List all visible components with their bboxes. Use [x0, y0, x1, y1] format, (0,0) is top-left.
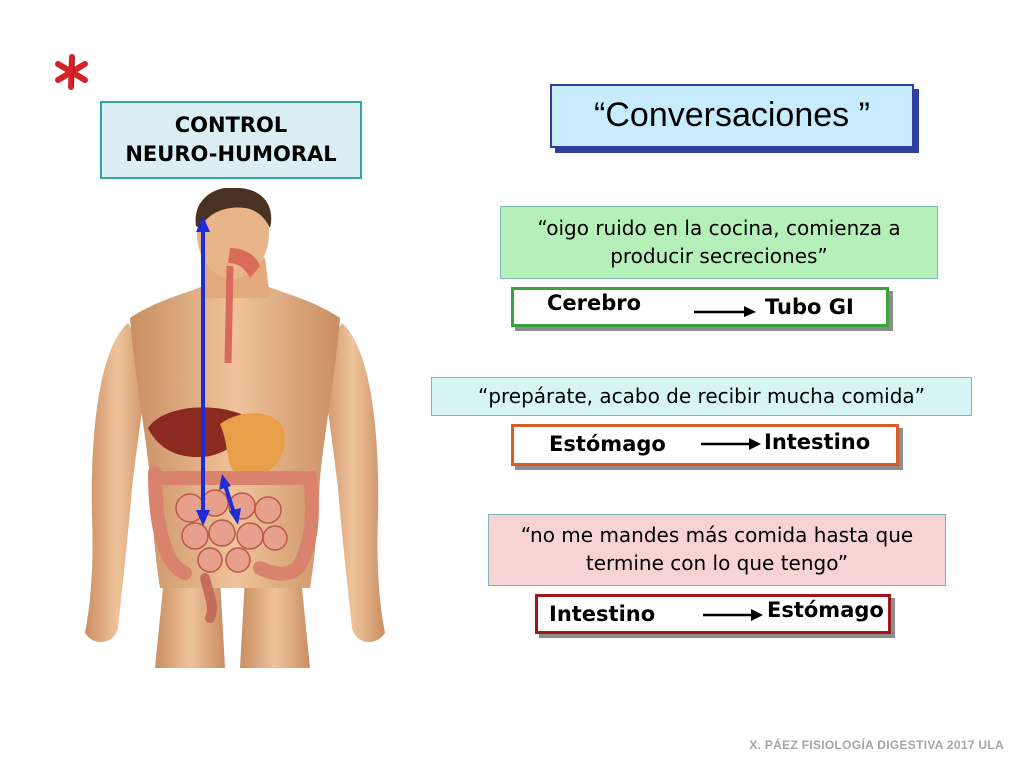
control-neuro-humoral-box: CONTROL NEURO-HUMORAL: [100, 101, 362, 179]
page-title: “Conversaciones ”: [550, 84, 914, 148]
signal-2-to: Intestino: [764, 430, 871, 454]
signal-3-to: Estómago: [767, 598, 884, 622]
quote-3-line1: “no me mandes más comida hasta que: [520, 523, 914, 547]
arrow-right-icon: [694, 306, 756, 317]
signal-box-frame: [511, 287, 889, 327]
control-box-line1: CONTROL: [174, 113, 288, 137]
signal-1-to: Tubo GI: [765, 295, 854, 319]
quote-box-2: “prepárate, acabo de recibir mucha comid…: [431, 377, 972, 416]
title-box: “Conversaciones ”: [550, 84, 919, 153]
signal-box-1: Cerebro Tubo GI: [511, 287, 893, 331]
asterisk-icon: [55, 54, 88, 90]
quote-box-1: “oigo ruido en la cocina, comienza a pro…: [500, 206, 938, 279]
quote-3-line2: termine con lo que tengo”: [585, 551, 849, 575]
quote-2-line1: “prepárate, acabo de recibir mucha comid…: [477, 384, 926, 408]
signal-box-2: Estómago Intestino: [511, 424, 903, 470]
quote-box-3: “no me mandes más comida hasta que termi…: [488, 514, 946, 586]
quote-1-line1: “oigo ruido en la cocina, comienza a: [537, 216, 901, 240]
signal-box-3: Intestino Estómago: [535, 594, 895, 638]
signal-3-from: Intestino: [549, 602, 656, 626]
signal-1-from: Cerebro: [547, 291, 642, 315]
human-anatomy-figure: [85, 188, 385, 668]
signal-2-from: Estómago: [549, 432, 666, 456]
control-box-line2: NEURO-HUMORAL: [125, 142, 337, 166]
arrow-right-icon: [701, 438, 761, 450]
arrow-right-icon: [703, 609, 763, 621]
quote-1-line2: producir secreciones”: [610, 244, 828, 268]
footer-credit: X. PÁEZ FISIOLOGÍA DIGESTIVA 2017 ULA: [749, 738, 1004, 752]
